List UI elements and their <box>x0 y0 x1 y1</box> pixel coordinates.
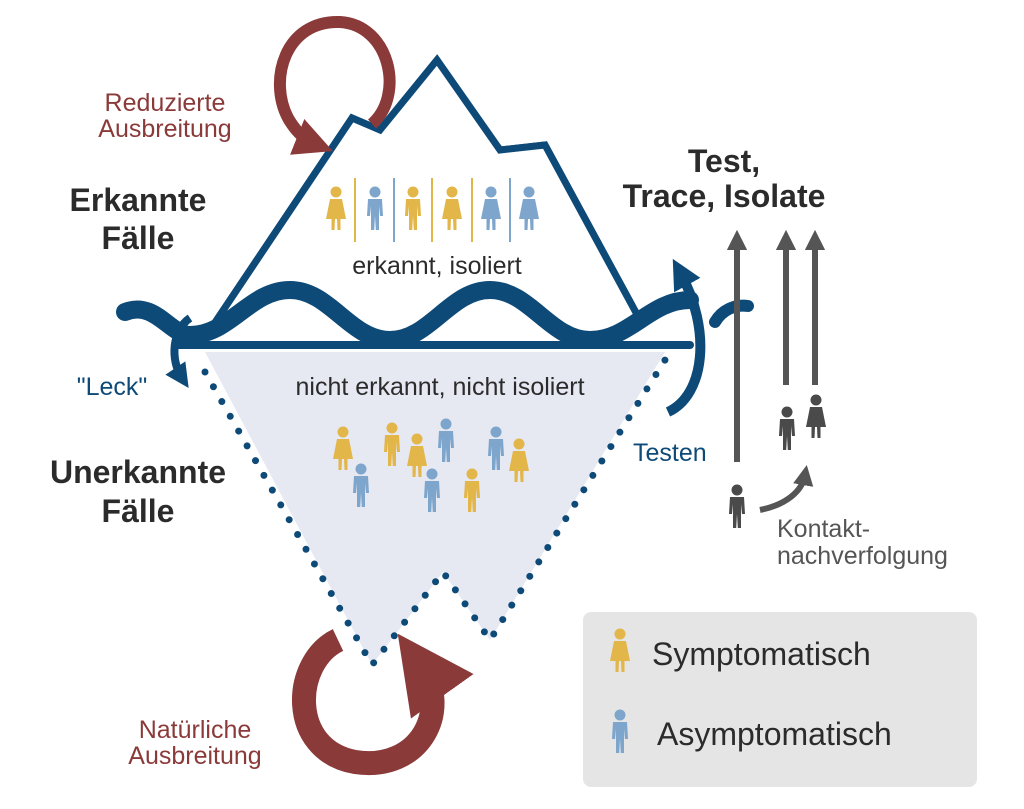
reduced-spread-label-2: Ausbreitung <box>98 115 231 143</box>
natural-spread-arrow <box>292 629 474 776</box>
contact-tracing-label-2: nachverfolgung <box>777 542 948 570</box>
person-icon-contact <box>779 406 795 450</box>
iceberg-bottom-outline <box>201 356 669 672</box>
person-icon-index-case <box>729 484 745 528</box>
natural-spread-label-2: Ausbreitung <box>128 742 261 770</box>
reduced-spread-label-1: Reduzierte <box>105 89 226 117</box>
water-splash-right <box>709 299 754 328</box>
testing-arrow <box>665 258 706 417</box>
leak-arrow <box>165 314 193 388</box>
undetected-cases-label-2: Fälle <box>102 493 175 529</box>
contact-tracing-label-1: Kontakt- <box>777 515 870 543</box>
top-caption: erkannt, isoliert <box>352 252 522 280</box>
water-wave <box>116 280 699 350</box>
legend-box <box>583 612 977 787</box>
reduced-spread-arrow <box>274 15 396 155</box>
legend-symptomatic-label: Symptomatisch <box>652 636 871 672</box>
detected-cases-label-1: Erkannte <box>70 182 207 218</box>
undetected-cases-label-1: Unerkannte <box>50 454 226 490</box>
tti-label-1: Test, <box>688 143 760 179</box>
bottom-caption: nicht erkannt, nicht isoliert <box>295 373 584 401</box>
leak-label: "Leck" <box>77 373 148 401</box>
contact-tracing-arrow <box>759 464 814 513</box>
person-icon-contact <box>806 394 826 438</box>
natural-spread-label-1: Natürliche <box>139 716 252 744</box>
traced-people <box>729 394 826 528</box>
tti-label-2: Trace, Isolate <box>623 178 826 214</box>
icon-dividers <box>354 178 511 242</box>
testing-label: Testen <box>633 439 707 467</box>
legend-asymptomatic-label: Asymptomatisch <box>657 716 892 752</box>
detected-cases-label-2: Fälle <box>102 220 175 256</box>
